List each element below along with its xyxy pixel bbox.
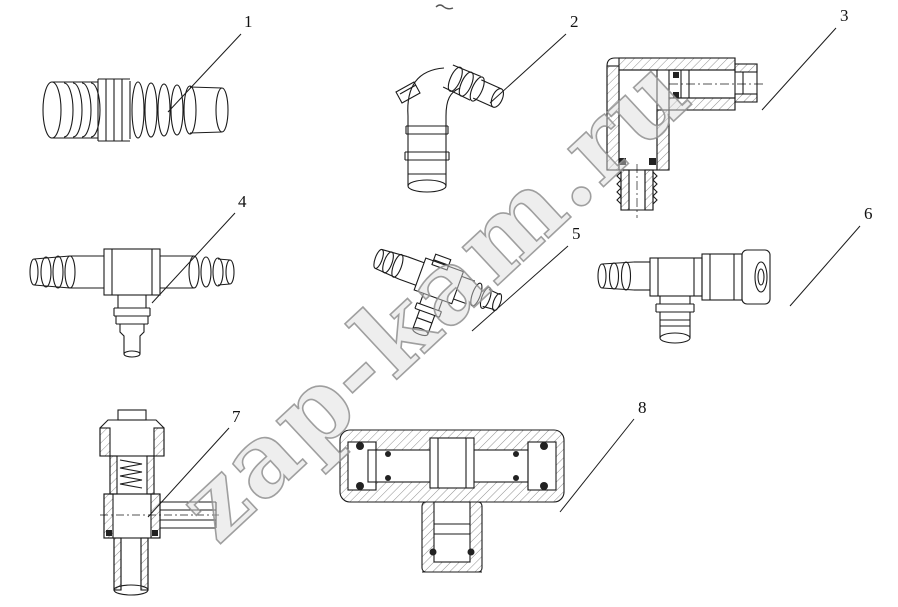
part-4-tee-fitting [24,234,240,366]
scan-artifact-mark [435,4,454,10]
part-3-label: 3 [840,6,849,25]
part-8-tee-section-drawing [334,424,570,580]
part-4-label: 4 [238,192,247,211]
part-6-tee-quick-connector [594,246,776,352]
part-5-tee-fitting-angled [362,246,507,368]
part-7-valve-section-drawing [78,406,220,604]
part-5-label: 5 [572,224,581,243]
part-1-straight-hose-fitting [36,70,234,150]
leader-line-3 [761,27,837,111]
leader-line-8 [559,418,635,513]
part-8-label: 8 [638,398,647,417]
leader-line-6 [789,225,861,307]
part-1-label: 1 [244,12,253,31]
part-2-elbow-quick-connector [380,58,520,200]
part-7-label: 7 [232,407,241,426]
part-2-label: 2 [570,12,579,31]
part-6-label: 6 [864,204,873,223]
part-3-elbow-section-drawing [585,48,767,220]
